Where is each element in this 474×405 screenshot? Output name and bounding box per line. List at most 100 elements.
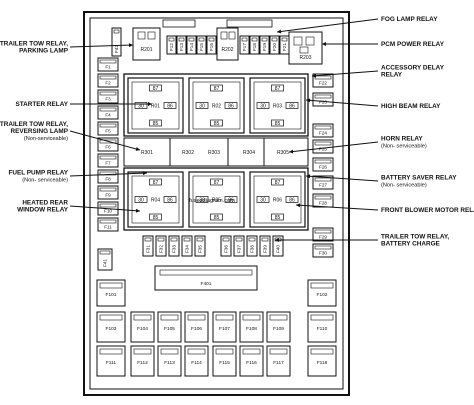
maxi-f107-slot <box>215 314 234 321</box>
fuse-f5-label: F5 <box>105 129 111 134</box>
relay-r202-pin-b <box>228 31 236 40</box>
fuse-f40 <box>272 235 284 257</box>
relay-r04-t30-label: 30 <box>138 198 144 204</box>
callout-left-4-line-1: FUEL PUMP RELAY <box>8 170 68 177</box>
relay-r301-label: R301 <box>141 150 153 156</box>
callout-right-6-arrow <box>305 175 379 182</box>
fuse-f21-slot <box>281 37 288 42</box>
relay-r06-t85-label: 85 <box>275 215 281 221</box>
fuse-f12-label: F12 <box>169 43 174 51</box>
relay-r06-t30 <box>256 196 270 203</box>
relay-r01-t85 <box>149 119 162 127</box>
fuse-f23-label: F23 <box>319 100 327 105</box>
fuse-f19 <box>259 35 270 55</box>
fuse-f31-label: F31 <box>146 245 151 253</box>
callout-left-1-arrow-head <box>128 43 133 48</box>
relay-r01-t86 <box>163 102 177 109</box>
fuse-f34 <box>181 235 193 257</box>
relay-r202-label: R202 <box>222 47 234 53</box>
callout-right-4-line-1: HIGH BEAM RELAY <box>381 103 441 110</box>
relay-r05-t85 <box>210 213 223 221</box>
maxi-f112-slot <box>133 348 152 355</box>
fuse-f11-label: F11 <box>104 225 112 230</box>
fuse-f19-slot <box>261 37 268 42</box>
maxi-f101-label: F101 <box>106 292 117 298</box>
callout-left-3-line-2: REVERSING LAMP <box>10 128 68 135</box>
maxi-f118-slot <box>310 348 334 355</box>
fuse-f38-slot <box>248 237 256 242</box>
relay-r02-t86-label: 86 <box>228 104 234 110</box>
relay-r03-t86 <box>285 102 299 109</box>
relay-r01-t87-label: 87 <box>153 86 159 92</box>
fuse-f42 <box>111 27 122 57</box>
relay-r03-t87 <box>271 84 284 92</box>
fuse-f1-slot <box>99 59 117 64</box>
callout-left-5-line-2: WINDOW RELAY <box>17 207 69 214</box>
maxi-f105-label: F105 <box>164 326 175 332</box>
fuse-f14 <box>186 35 197 55</box>
fuse-f18 <box>249 35 260 55</box>
fuse-f27-slot <box>314 177 332 182</box>
fuse-f401-label: F401 <box>201 281 212 287</box>
fuse-f401-slot <box>159 269 253 276</box>
callout-left-3-arrow-head <box>135 147 140 151</box>
maxi-f107-label: F107 <box>219 326 230 332</box>
fuse-f12 <box>166 35 177 55</box>
relay-r06-t85 <box>271 213 284 221</box>
relay-r06-id: R06 <box>273 198 282 204</box>
maxi-f116-label: F116 <box>246 360 257 366</box>
fuse-f4-label: F4 <box>105 113 111 118</box>
fuse-f13-label: F13 <box>179 43 184 51</box>
fuse-f16-slot <box>208 37 215 42</box>
maxi-f116-slot <box>242 348 261 355</box>
maxi-f114-label: F114 <box>191 360 202 366</box>
fuse-f16 <box>206 35 217 55</box>
maxi-f109-slot <box>269 314 288 321</box>
fuse-f32-label: F32 <box>159 245 164 253</box>
fuse-f12-slot <box>168 37 175 42</box>
relay-r03-t30-label: 30 <box>260 104 266 110</box>
relay-r02-t87 <box>210 84 223 92</box>
relay-r02-t85-label: 85 <box>214 121 220 127</box>
fuse-f3-slot <box>99 91 117 96</box>
relay-r05-t85-label: 85 <box>214 215 220 221</box>
relay-r01-id: R01 <box>151 104 160 110</box>
callout-right-2-line-1: PCM POWER RELAY <box>381 41 445 48</box>
callout-right-8-line-1: TRAILER TOW RELAY, <box>381 234 449 241</box>
callout-right-8-arrow-head <box>275 238 279 242</box>
fuse-f22-slot <box>314 75 332 80</box>
watermark: fusesdiagram.com <box>189 198 235 204</box>
callout-left-3-arrow <box>69 130 141 151</box>
fuse-f13-slot <box>178 37 185 42</box>
maxi-f106-label: F106 <box>191 326 202 332</box>
callout-right-4-arrow <box>305 99 379 107</box>
maxi-f115-label: F115 <box>219 360 230 366</box>
callout-right-3-line-1: ACCESSORY DELAY <box>381 65 445 72</box>
fuse-f20-slot <box>271 37 278 42</box>
fuse-f32 <box>155 235 167 257</box>
callout-left-4-arrow <box>69 172 148 177</box>
maxi-f113-label: F113 <box>164 360 175 366</box>
fuse-f26-label: F26 <box>319 165 327 170</box>
fuse-f14-label: F14 <box>189 43 194 51</box>
fuse-f30-slot <box>314 245 332 250</box>
fuse-f5-slot <box>99 123 117 128</box>
fuse-f14-slot <box>188 37 195 42</box>
fuse-f1-label: F1 <box>105 65 111 70</box>
fuse-f7-label: F7 <box>105 161 111 166</box>
fuse-f17-label: F17 <box>242 43 247 51</box>
fuse-f37-slot <box>235 237 243 242</box>
maxi-f113-slot <box>160 348 179 355</box>
relay-strip-middle <box>123 137 309 167</box>
top-bar-left <box>162 19 196 28</box>
maxi-f101-slot <box>99 282 123 289</box>
callout-right-5-line-1: HORN RELAY <box>381 136 423 143</box>
fuse-f38 <box>246 235 258 257</box>
relay-r203-pin-a <box>293 36 303 46</box>
fuse-f31 <box>142 235 154 257</box>
fuse-f23-slot <box>314 94 332 99</box>
callout-left-2-arrow-head <box>148 102 152 106</box>
maxi-f104-label: F104 <box>137 326 148 332</box>
callout-left-3-line-1: TRAILER TOW RELAY, <box>0 121 68 128</box>
